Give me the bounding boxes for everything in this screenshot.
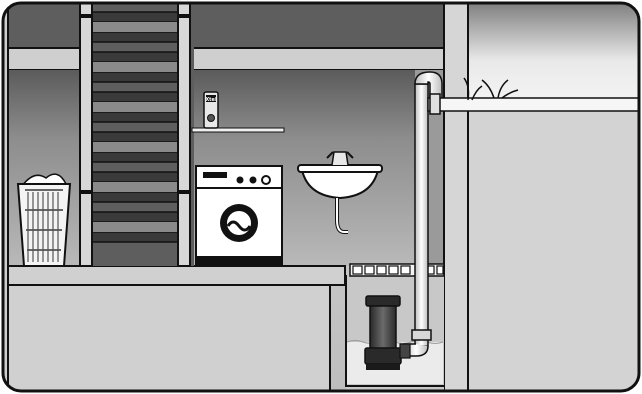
washing-machine-icon (196, 166, 282, 266)
laundry-basket-icon (18, 174, 70, 266)
socket-label: Xtel (205, 97, 217, 103)
pit-grating (350, 264, 444, 276)
outdoor-ground (468, 108, 642, 394)
wall-socket-icon: Xtel (204, 92, 218, 128)
ceiling-band (0, 0, 470, 50)
ceiling-slab (0, 48, 470, 70)
outdoor-sky (468, 0, 642, 110)
staircase-icon (80, 0, 194, 266)
outer-wall (444, 0, 468, 394)
